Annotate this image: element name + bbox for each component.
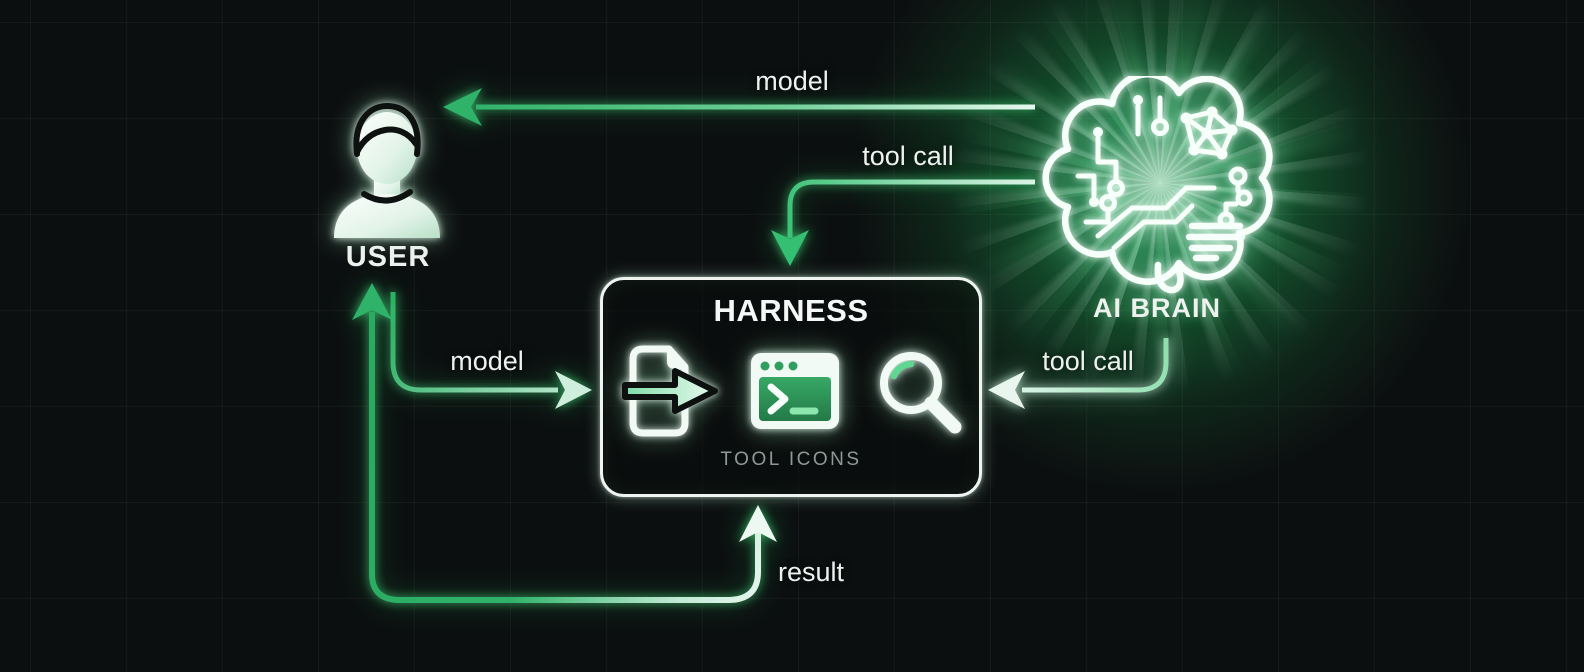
edge-label-model-request: model: [450, 346, 524, 376]
arrowhead-down: [771, 230, 809, 266]
harness-caption: TOOL ICONS: [720, 449, 862, 470]
edge-tool-call-right: [988, 338, 1169, 409]
edge-tool-call-top: [771, 179, 1035, 266]
arrowhead-left: [443, 88, 482, 126]
user-label: USER: [345, 241, 431, 273]
brain-label: AI BRAIN: [1093, 293, 1221, 323]
edge-label-tool-call-top: tool call: [862, 141, 954, 171]
file-export-icon: [622, 345, 718, 437]
harness-title: HARNESS: [713, 293, 869, 328]
person-icon: [334, 102, 440, 238]
edge-model-response: [443, 88, 1035, 126]
terminal-icon: [751, 353, 839, 429]
edge-model-request: [390, 292, 592, 409]
arrowhead-up-result: [739, 505, 777, 542]
arrowhead-up-to-user: [352, 283, 392, 320]
edge-label-model-response: model: [755, 66, 829, 96]
arrowhead-right: [555, 371, 592, 409]
edge-label-tool-call-right: tool call: [1042, 346, 1134, 376]
harness-box: HARNESS: [600, 277, 982, 497]
search-icon: [880, 352, 962, 434]
edge-label-result: result: [778, 557, 845, 587]
circuit-brain-icon: [1042, 76, 1273, 294]
arrowhead-left-result: [988, 371, 1025, 409]
edge-result-loop: [352, 283, 777, 603]
harness-icon-row: [617, 345, 965, 437]
